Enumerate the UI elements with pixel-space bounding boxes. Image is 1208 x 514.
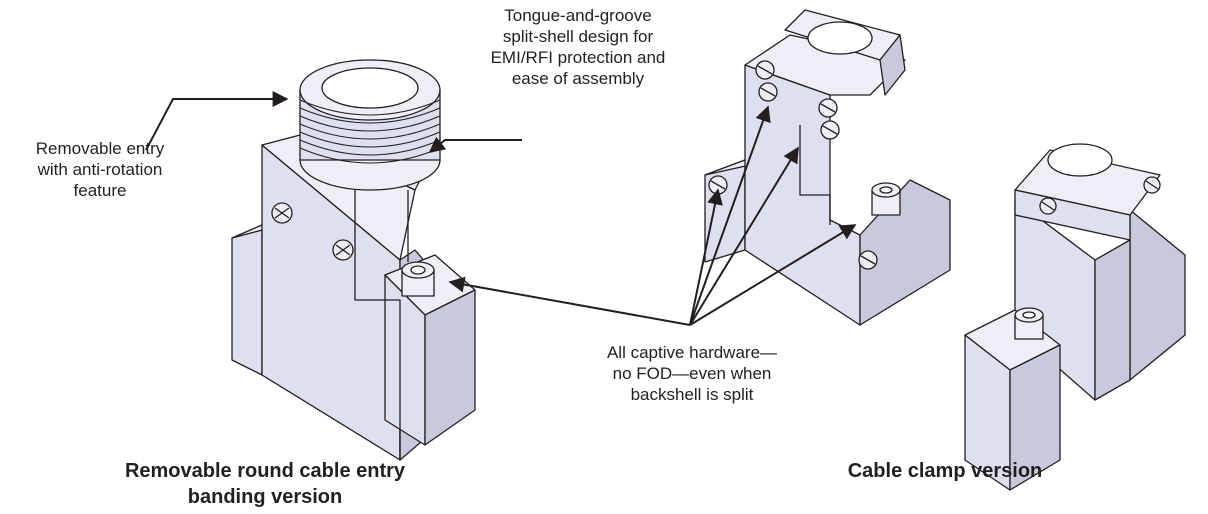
captive-hw-arrow-3 [689, 105, 771, 326]
captive-hardware-callout: All captive hardware— no FOD—even when b… [606, 343, 778, 404]
removable-entry-callout: Removable entry with anti-rotation featu… [35, 139, 165, 200]
captive-hw-arrow-1 [448, 276, 691, 326]
clamp-backshell-split [704, 9, 951, 326]
removable-entry-leader [145, 91, 289, 151]
tongue-groove-callout: Tongue-and-groove split-shell design for… [490, 6, 666, 88]
tongue-groove-leader-right [689, 146, 799, 326]
banding-backshell [231, 59, 476, 461]
captive-hw-arrow-2 [689, 188, 723, 326]
clamp-backshell [964, 143, 1186, 491]
tongue-groove-leader-left [428, 136, 522, 153]
clamp-version-caption: Cable clamp version [847, 460, 1043, 482]
captive-hw-arrow-4 [689, 224, 857, 326]
banding-version-caption: Removable round cable entry banding vers… [124, 460, 406, 508]
leader-lines [145, 91, 857, 326]
